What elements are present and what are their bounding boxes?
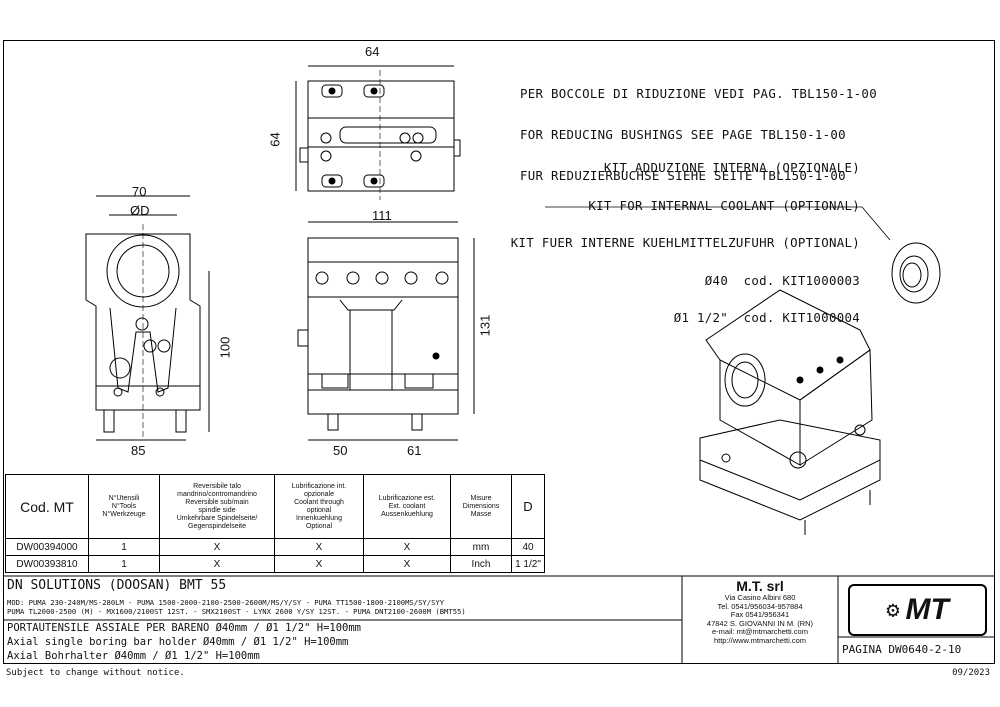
header-external-coolant: Lubrificazione est. Ext. coolant Aussenk… bbox=[363, 474, 451, 539]
footer-disclaimer: Subject to change without notice. bbox=[6, 668, 185, 678]
kit-note: KIT ADDUZIONE INTERNA (OPZIONALE) KIT FO… bbox=[511, 137, 860, 337]
dim-side-height: 131 bbox=[477, 314, 493, 337]
bushing-note-it: PER BOCCOLE DI RIDUZIONE VEDI PAG. TBL15… bbox=[520, 86, 877, 102]
cell-code: DW00394000 bbox=[5, 538, 89, 556]
logo-text: MT bbox=[905, 593, 949, 626]
company-block: M.T. srl Via Casino Albini 680 Tel. 0541… bbox=[684, 578, 836, 646]
coolant-kit-ring bbox=[891, 242, 941, 304]
cell-external: X bbox=[363, 538, 451, 556]
dim-front-base: 85 bbox=[131, 443, 146, 458]
address-line: Tel. 0541/956034-957884 bbox=[717, 601, 803, 611]
side-view bbox=[297, 221, 475, 441]
address-line: Fax 0541/956341 bbox=[730, 610, 790, 620]
header-internal-coolant: Lubrificazione int. opzionale Coolant th… bbox=[274, 474, 364, 539]
footer-date: 09/2023 bbox=[952, 668, 990, 678]
cell-internal: X bbox=[274, 555, 364, 573]
cell-tools: 1 bbox=[88, 538, 160, 556]
address-line: http://www.mtmarchetti.com bbox=[713, 635, 807, 645]
kit-note-en: KIT FOR INTERNAL COOLANT (OPTIONAL) bbox=[588, 197, 860, 213]
wrench-icon: ⚙ bbox=[886, 597, 900, 623]
cell-reversible: X bbox=[159, 538, 275, 556]
header-reversible: Reversibile talo mandrino/contromandrino… bbox=[159, 474, 275, 539]
cell-unit: Inch bbox=[450, 555, 512, 573]
dim-side-width: 111 bbox=[372, 208, 392, 223]
table-row: DW00394000 1 X X X mm 40 bbox=[5, 538, 545, 556]
cell-tools: 1 bbox=[88, 555, 160, 573]
dim-top-width: 64 bbox=[365, 44, 380, 59]
models-line-2: PUMA TL2000-2500 (M) - MX1600/2100ST 12S… bbox=[7, 607, 466, 616]
dim-front-height: 100 bbox=[217, 336, 233, 359]
address-line: 47842 S. GIOVANNI IN M. (RN) bbox=[706, 618, 814, 628]
dim-front-width: 70 bbox=[132, 184, 147, 199]
page-number: PAGINA DW0640-2-10 bbox=[842, 643, 962, 656]
cell-d: 40 bbox=[511, 538, 545, 556]
top-view bbox=[295, 65, 461, 200]
table-row: DW00393810 1 X X X Inch 1 1/2" bbox=[5, 555, 545, 573]
dim-top-height: 64 bbox=[267, 132, 283, 147]
description-en: Axial single boring bar holder Ø40mm / Ø… bbox=[7, 636, 349, 648]
machine-title: DN SOLUTIONS (DOOSAN) BMT 55 bbox=[7, 578, 227, 593]
models-line-1: MOD: PUMA 230-240M/MS-280LM - PUMA 1500-… bbox=[7, 598, 445, 607]
kit-note-it: KIT ADDUZIONE INTERNA (OPZIONALE) bbox=[603, 160, 860, 175]
front-view bbox=[85, 195, 210, 441]
drawing-frame bbox=[3, 40, 995, 664]
isometric-view bbox=[699, 289, 881, 535]
cell-code: DW00393810 bbox=[5, 555, 89, 573]
dim-front-bore: ØD bbox=[130, 203, 150, 218]
cell-external: X bbox=[363, 555, 451, 573]
description-it: PORTAUTENSILE ASSIALE PER BARENO Ø40mm /… bbox=[7, 622, 362, 634]
dim-side-right: 61 bbox=[407, 443, 422, 458]
table-header-row: Cod. MT N°Utensili N°Tools N°Werkzeuge R… bbox=[5, 474, 545, 539]
bushing-note-en: FOR REDUCING BUSHINGS SEE PAGE TBL150-1-… bbox=[520, 126, 846, 142]
header-dimensions: Misure Dimensions Masse bbox=[450, 474, 512, 539]
logo: ⚙ MT bbox=[848, 584, 987, 636]
cell-reversible: X bbox=[159, 555, 275, 573]
description-de: Axial Bohrhalter Ø40mm / Ø1 1/2" H=100mm bbox=[7, 650, 260, 662]
header-tools: N°Utensili N°Tools N°Werkzeuge bbox=[88, 474, 160, 539]
cell-d: 1 1/2" bbox=[511, 555, 545, 573]
cell-unit: mm bbox=[450, 538, 512, 556]
kit-code-40: Ø40 cod. KIT1000003 bbox=[704, 272, 860, 288]
dim-side-left: 50 bbox=[333, 443, 348, 458]
kit-code-inch: Ø1 1/2" cod. KIT1000004 bbox=[673, 310, 860, 325]
spec-table: Cod. MT N°Utensili N°Tools N°Werkzeuge R… bbox=[5, 474, 545, 573]
company-name: M.T. srl bbox=[736, 578, 784, 594]
bushing-note-de: FUR REDUZIERBUCHSE SIEHE SEITE TBL150-1-… bbox=[520, 167, 846, 183]
bushing-note: PER BOCCOLE DI RIDUZIONE VEDI PAG. TBL15… bbox=[520, 60, 877, 196]
kit-note-de: KIT FUER INTERNE KUEHLMITTELZUFUHR (OPTI… bbox=[510, 235, 860, 250]
cell-internal: X bbox=[274, 538, 364, 556]
header-code: Cod. MT bbox=[5, 474, 89, 539]
address-line: e-mail: mt@mtmarchetti.com bbox=[712, 627, 808, 637]
header-d: D bbox=[511, 474, 545, 539]
address-line: Via Casino Albini 680 bbox=[724, 593, 796, 602]
